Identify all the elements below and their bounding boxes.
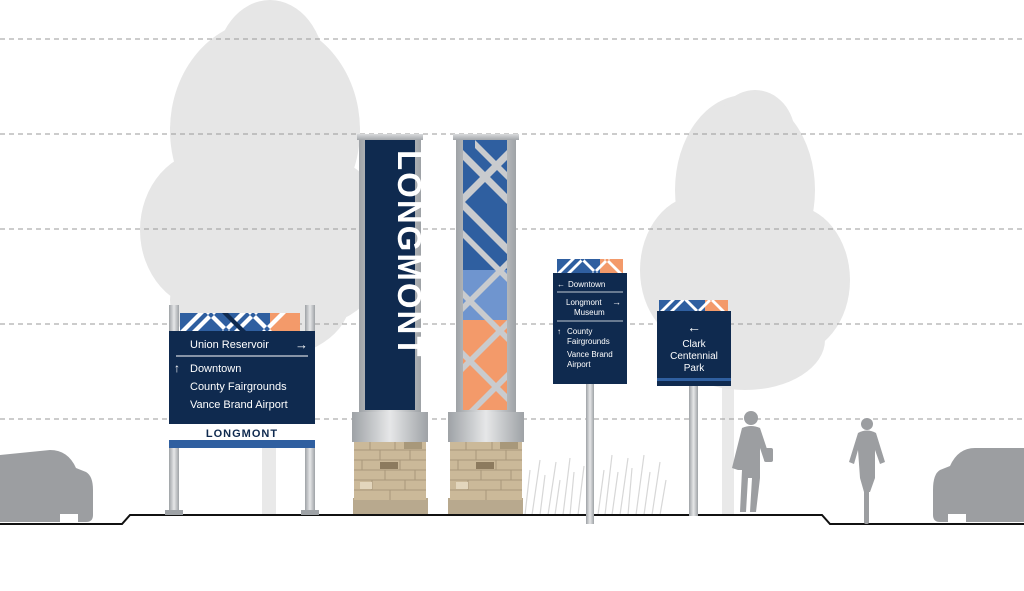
dir-museum-line2: Museum: [574, 308, 605, 317]
directional-sign: ← Downtown Longmont → Museum ↑ County Fa…: [553, 259, 627, 524]
destination-downtown: Downtown: [190, 363, 241, 375]
pylon-longmont: LONGMONT: [352, 134, 428, 514]
arrow-right-icon: →: [612, 297, 621, 307]
union-reservoir-label: Union Reservoir: [190, 339, 269, 351]
park-name-line3: Park: [684, 363, 706, 374]
park-sign: ← Clark Centennial Park: [657, 300, 731, 516]
park-name-line1: Clark: [682, 339, 706, 350]
arrow-right-icon: →: [295, 337, 308, 352]
dir-fairgrounds-line2: Fairgrounds: [567, 337, 610, 346]
dir-airport-line1: Vance Brand: [567, 350, 613, 359]
arrow-up-icon: ↑: [174, 361, 180, 375]
stone-base: [354, 440, 426, 500]
pattern-strip: [659, 300, 728, 312]
pylon-longmont-text: LONGMONT: [391, 150, 428, 358]
pattern-strip: [180, 313, 300, 331]
monument-sign: Union Reservoir → ↑ Downtown County Fair…: [165, 305, 319, 515]
pylon-pattern: [448, 134, 524, 514]
car-icon: [933, 448, 1024, 522]
dir-downtown-label: Downtown: [568, 280, 605, 289]
ground-line: [0, 514, 1024, 525]
dir-fairgrounds-line1: County: [567, 327, 592, 336]
destination-county-fairgrounds: County Fairgrounds: [190, 381, 287, 393]
pedestrian-icon: [732, 411, 773, 512]
car-icon: [0, 450, 93, 522]
arrow-left-icon: ←: [557, 280, 565, 289]
grass-icon: [524, 454, 667, 516]
arrow-up-icon: ↑: [557, 327, 561, 336]
pattern-panel: [463, 140, 507, 410]
pattern-strip: [557, 259, 623, 273]
destination-vance-brand-airport: Vance Brand Airport: [190, 399, 288, 411]
dir-airport-line2: Airport: [567, 360, 591, 369]
stone-base: [450, 440, 522, 500]
dir-museum-line1: Longmont: [566, 298, 602, 307]
arrow-left-icon: ←: [687, 319, 701, 335]
monument-brand-label: LONGMONT: [206, 428, 278, 440]
cyclist-icon: [849, 418, 885, 524]
park-name-line2: Centennial: [670, 351, 718, 362]
